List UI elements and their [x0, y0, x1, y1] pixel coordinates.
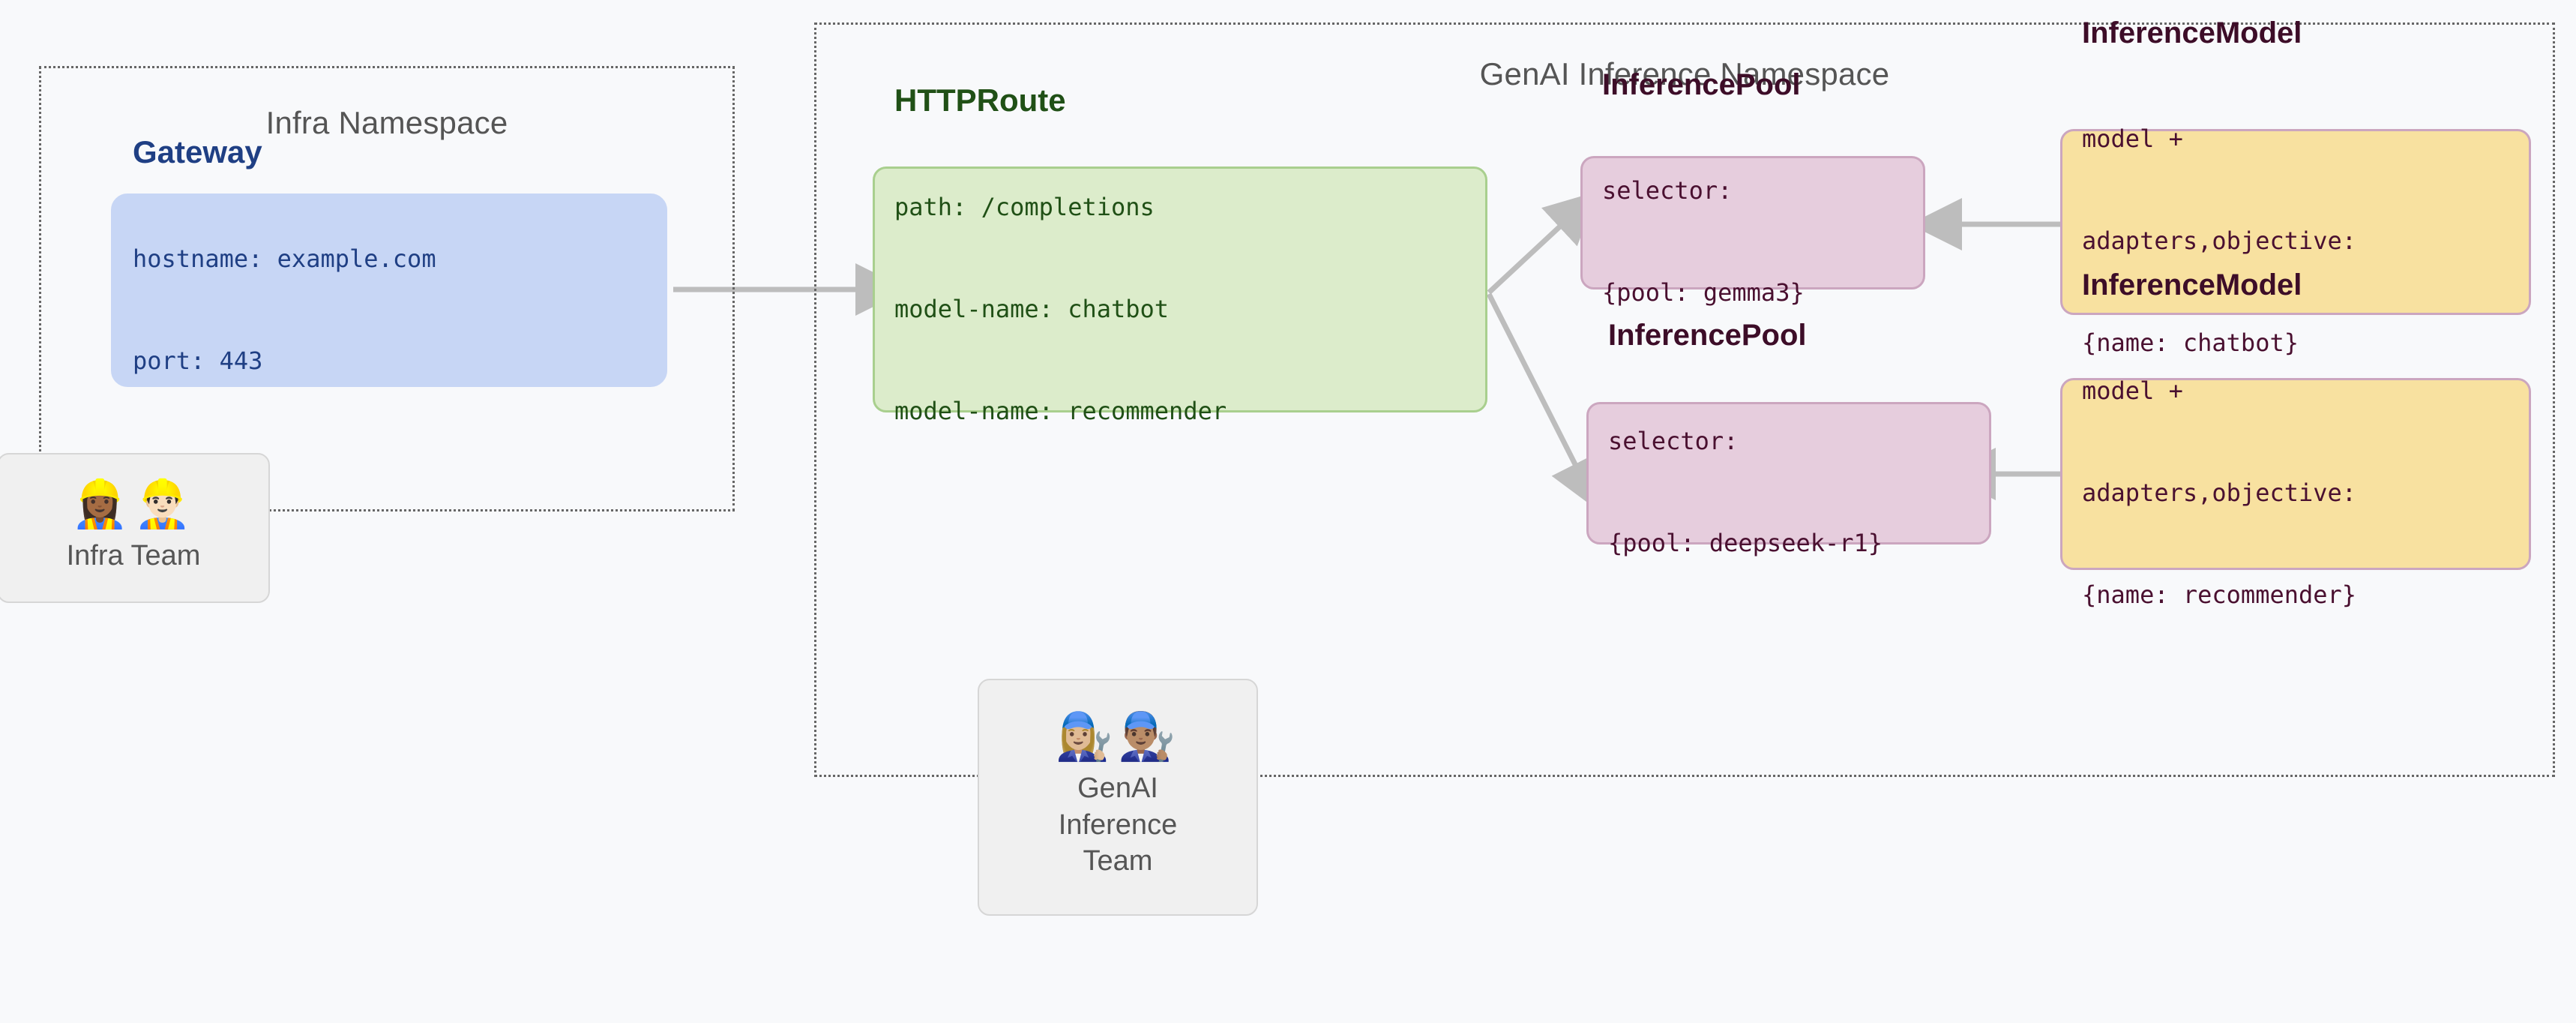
model-recommender-line-adapters: adapters,objective:: [2082, 478, 2357, 507]
node-inferencemodel-chatbot-body: model + adapters,objective: {name: chatb…: [2082, 54, 2509, 429]
pool-gemma3-line-selector: selector:: [1602, 176, 1733, 205]
pool-deepseek-line-value: {pool: deepseek-r1}: [1608, 529, 1883, 558]
pool-gemma3-line-value: {pool: gemma3}: [1602, 278, 1805, 308]
node-inferencemodel-recommender-title: InferenceModel: [2082, 268, 2302, 302]
node-httproute-title: HTTPRoute: [894, 82, 1066, 118]
node-inferencepool-deepseek-r1-body: selector: {pool: deepseek-r1}: [1608, 356, 1969, 629]
node-inferencemodel-chatbot[interactable]: InferenceModel model + adapters,objectiv…: [2060, 16, 2531, 357]
node-httproute-line-path: path: /completions: [894, 192, 1155, 221]
node-httproute[interactable]: HTTPRoute path: /completions model-name:…: [873, 82, 1487, 425]
node-inferencepool-gemma3[interactable]: InferencePool selector: {pool: gemma3}: [1580, 68, 1925, 307]
infra-team-avatars: 👷🏾‍♀️👷🏻‍♂️: [70, 478, 196, 530]
model-chatbot-line-name: {name: chatbot}: [2082, 328, 2299, 358]
namespace-genai-inference: [814, 22, 2555, 777]
node-inferencepool-deepseek-r1[interactable]: InferencePool selector: {pool: deepseek-…: [1586, 319, 1991, 557]
model-recommender-line-name: {name: recommender}: [2082, 580, 2357, 610]
node-inferencepool-deepseek-r1-title: InferencePool: [1608, 318, 1807, 352]
model-chatbot-line-adapters: adapters,objective:: [2082, 226, 2357, 255]
node-gateway-body: hostname: example.com port: 443: [133, 174, 645, 447]
team-card-genai-inference[interactable]: 👩🏼‍🔧👨🏽‍🔧 GenAI Inference Team: [978, 679, 1258, 916]
genai-inference-team-avatars: 👩🏼‍🔧👨🏽‍🔧: [1055, 710, 1181, 763]
node-inferencemodel-recommender-body: model + adapters,objective: {name: recom…: [2082, 306, 2509, 681]
node-gateway-line-port: port: 443: [133, 346, 263, 376]
team-card-infra[interactable]: 👷🏾‍♀️👷🏻‍♂️ Infra Team: [0, 453, 270, 603]
node-gateway-title: Gateway: [133, 134, 262, 170]
model-recommender-line-model: model +: [2082, 376, 2183, 405]
node-gateway[interactable]: Gateway hostname: example.com port: 443: [111, 134, 667, 387]
node-httproute-line-model-chatbot: model-name: chatbot: [894, 295, 1170, 324]
pool-deepseek-line-selector: selector:: [1608, 426, 1739, 455]
node-inferencepool-gemma3-body: selector: {pool: gemma3}: [1602, 106, 1904, 379]
namespace-genai-inference-title: GenAI Inference Namespace: [1479, 56, 1890, 92]
infra-team-label: Infra Team: [66, 539, 201, 572]
node-gateway-line-hostname: hostname: example.com: [133, 244, 436, 273]
node-inferencemodel-recommender[interactable]: InferenceModel model + adapters,objectiv…: [2060, 268, 2531, 609]
genai-inference-team-label: GenAI Inference Team: [1058, 772, 1178, 878]
node-httproute-line-model-recommender: model-name: recommender: [894, 397, 1227, 426]
node-inferencepool-gemma3-title: InferencePool: [1602, 68, 1801, 101]
namespace-infra-title: Infra Namespace: [265, 105, 508, 140]
namespace-infra: [39, 66, 735, 512]
model-chatbot-line-model: model +: [2082, 124, 2183, 153]
node-httproute-body: path: /completions model-name: chatbot m…: [894, 122, 1466, 497]
node-inferencemodel-chatbot-title: InferenceModel: [2082, 16, 2302, 50]
